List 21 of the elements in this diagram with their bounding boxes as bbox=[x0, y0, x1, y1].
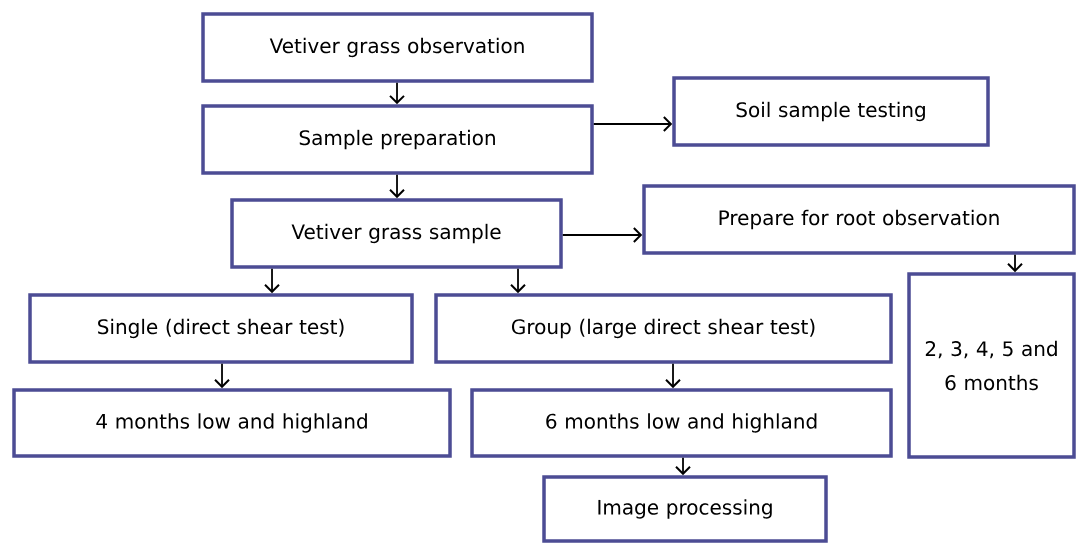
arrow bbox=[389, 173, 405, 199]
arrow bbox=[510, 267, 526, 294]
process-box: Vetiver grass sample bbox=[230, 198, 563, 269]
process-box: Group (large direct shear test) bbox=[434, 293, 893, 364]
process-box: Prepare for root observation bbox=[642, 184, 1076, 255]
arrow bbox=[214, 362, 230, 389]
arrow bbox=[675, 456, 691, 476]
arrow bbox=[665, 362, 681, 389]
process-box: Sample preparation bbox=[201, 104, 594, 175]
arrow bbox=[389, 81, 405, 105]
arrow bbox=[1007, 253, 1023, 273]
process-box: 2, 3, 4, 5 and 6 months bbox=[907, 272, 1076, 459]
process-box: 4 months low and highland bbox=[12, 388, 452, 458]
process-box: Soil sample testing bbox=[672, 76, 990, 147]
arrow bbox=[561, 227, 643, 243]
process-box: Single (direct shear test) bbox=[28, 293, 414, 364]
process-box: Vetiver grass observation bbox=[201, 12, 594, 83]
arrow bbox=[264, 267, 280, 294]
process-box: Image processing bbox=[542, 475, 828, 543]
process-box: 6 months low and highland bbox=[470, 388, 893, 458]
arrow bbox=[592, 116, 673, 132]
